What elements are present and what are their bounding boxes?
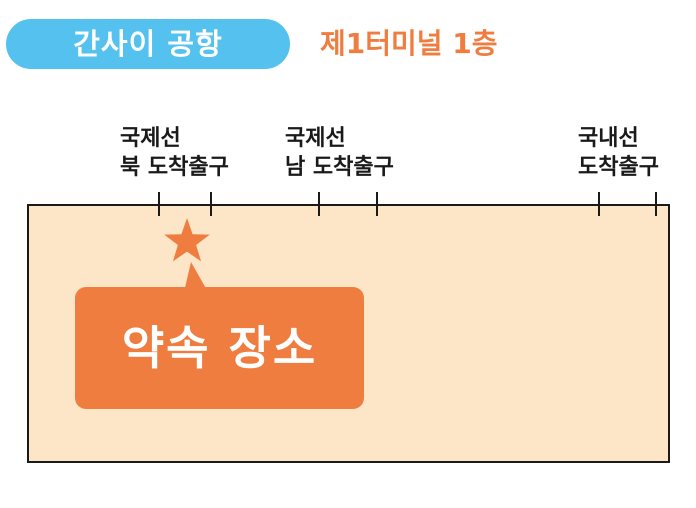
terminal-floor-label: 제1터미널 1층	[320, 27, 498, 60]
gate-label-line2: 도착출구	[578, 155, 659, 180]
gate-tick-left	[598, 192, 600, 216]
gate-label-domestic: 국내선 도착출구	[578, 124, 659, 182]
gate-label-line1: 국제선	[120, 126, 181, 151]
gate-tick-right	[655, 192, 657, 216]
gate-label-line1: 국내선	[578, 126, 639, 151]
gate-label-international-south: 국제선 남 도착출구	[285, 124, 394, 182]
meeting-point-callout: 약속 장소	[75, 287, 364, 409]
gate-label-line2: 북 도착출구	[120, 155, 229, 180]
star-icon	[164, 218, 210, 262]
gate-tick-right	[210, 192, 212, 216]
gate-tick-left	[318, 192, 320, 216]
airport-name-badge: 간사이 공항	[6, 19, 290, 69]
gate-label-international-north: 국제선 북 도착출구	[120, 124, 229, 182]
gate-tick-right	[376, 192, 378, 216]
callout-pointer	[184, 262, 208, 292]
gate-label-line1: 국제선	[285, 126, 346, 151]
gate-label-line2: 남 도착출구	[285, 155, 394, 180]
gate-tick-left	[158, 192, 160, 216]
